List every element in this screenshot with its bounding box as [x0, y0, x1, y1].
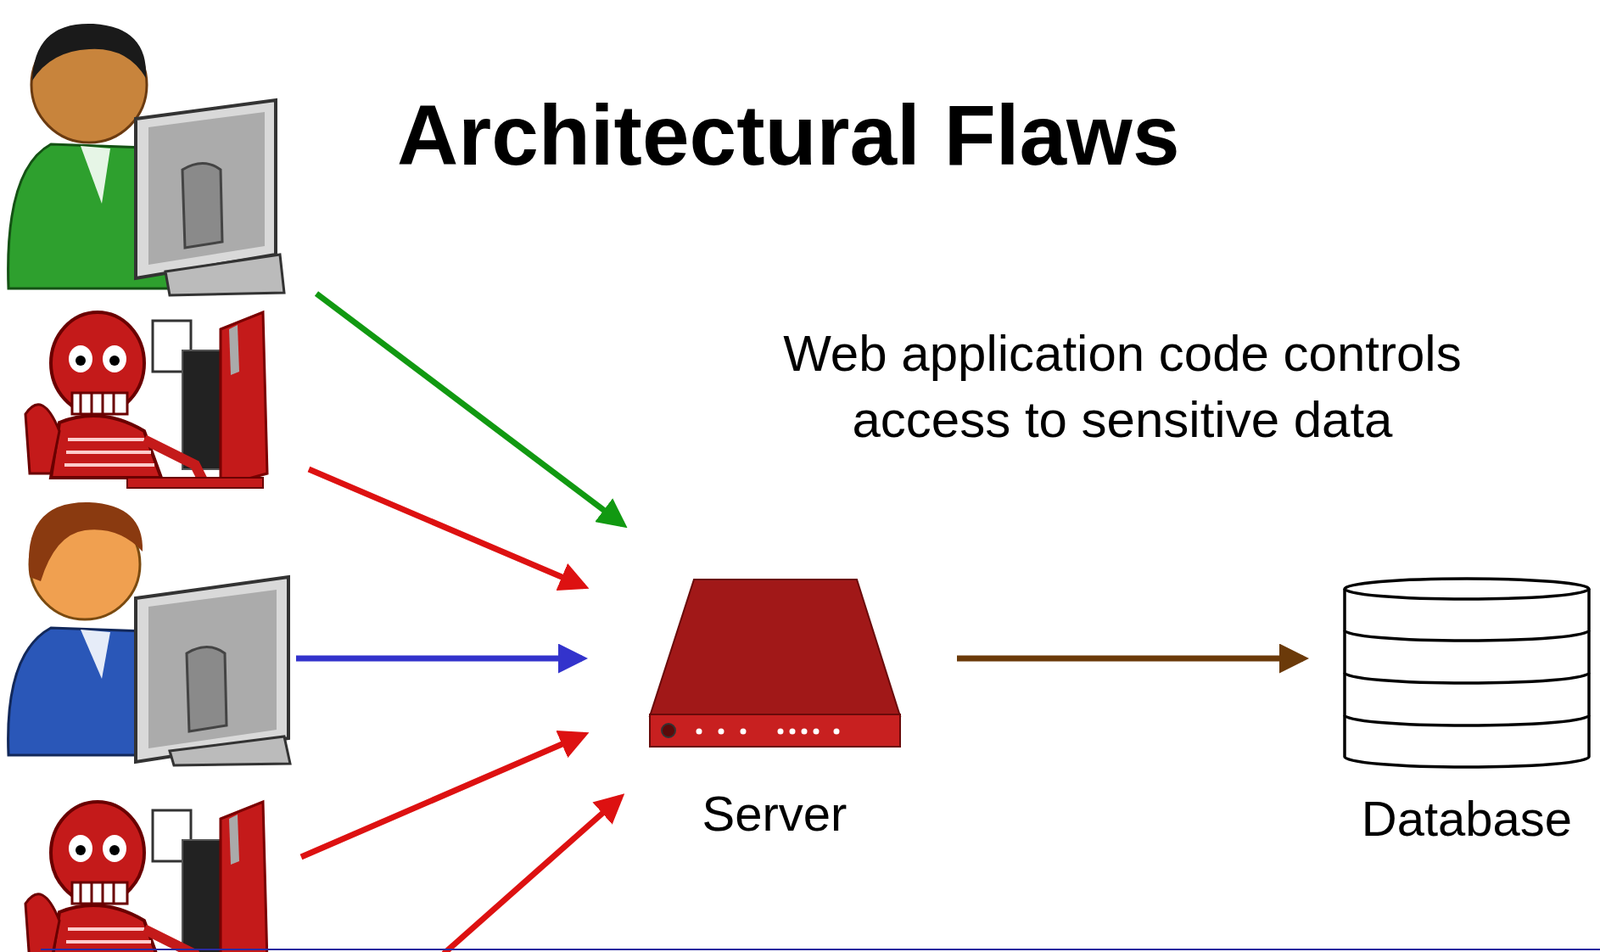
attack-arrow: [308, 469, 584, 587]
server-node: Server: [644, 576, 905, 843]
node-label: Server: [644, 785, 905, 843]
attack-arrow: [301, 734, 584, 857]
footer-rule: [40, 948, 1600, 951]
note-text: Web application code controls access to …: [736, 320, 1509, 454]
node-label: Database: [1338, 790, 1595, 848]
user-icon: [8, 23, 285, 296]
server-symbol: [644, 576, 905, 749]
data-flow-arrow: [956, 655, 1304, 662]
attack-arrow: [443, 797, 621, 952]
attacker-icon: [25, 801, 268, 952]
attacker-icon: [25, 312, 268, 488]
database-symbol: [1338, 576, 1595, 769]
request-arrow: [296, 655, 582, 662]
database-node: Database: [1338, 576, 1595, 848]
slide-title: Architectural Flaws: [397, 86, 1181, 185]
user-icon: [8, 502, 291, 766]
